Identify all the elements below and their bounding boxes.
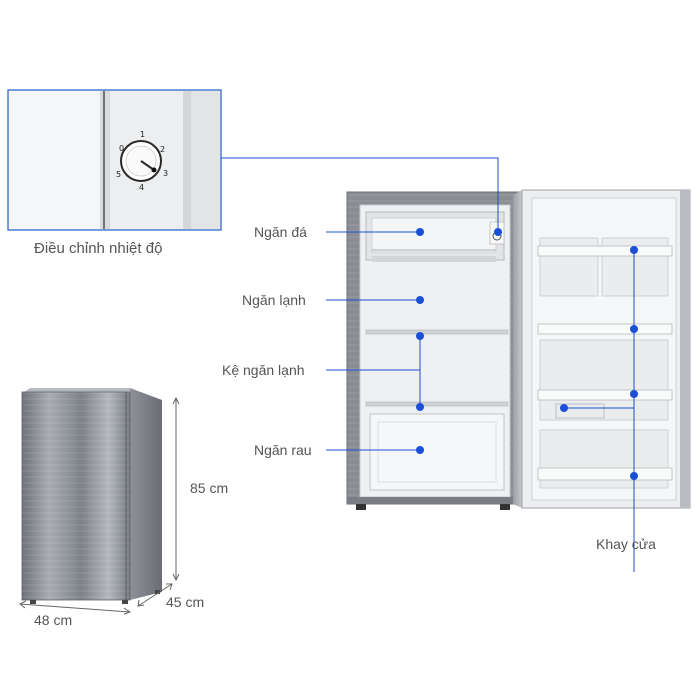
thermostat-inset: 0 1 2 3 4 5 <box>7 89 222 231</box>
callout-lines <box>221 157 635 572</box>
ice-compartment-dot <box>416 228 424 236</box>
callout-dots <box>416 228 638 480</box>
thermostat-dial-icon: 0 1 2 3 4 5 <box>116 130 168 192</box>
dimension-width: 48 cm <box>34 612 73 628</box>
label-ice-compartment: Ngăn đá <box>254 224 307 240</box>
dimension-height: 85 cm <box>190 480 229 496</box>
label-vegetable-drawer: Ngăn rau <box>254 442 312 458</box>
dial-number-5: 5 <box>116 170 121 179</box>
thermostat-dot <box>494 228 502 236</box>
door-tray-dot-2 <box>630 325 638 333</box>
door-tray-dot-rack <box>560 404 568 412</box>
label-door-tray: Khay cửa <box>596 536 656 552</box>
label-cold-shelf: Kệ ngăn lạnh <box>222 362 305 378</box>
door-tray-dot-4 <box>630 472 638 480</box>
door-tray-dot-3 <box>630 390 638 398</box>
closed-fridge <box>21 388 162 604</box>
cold-compartment-dot <box>416 296 424 304</box>
dial-number-3: 3 <box>163 169 168 178</box>
cold-shelf-dot-lower <box>416 403 424 411</box>
inset-caption: Điều chỉnh nhiệt độ <box>34 240 163 257</box>
open-fridge <box>346 189 691 510</box>
dimension-depth: 45 cm <box>166 594 205 610</box>
dial-number-4: 4 <box>139 183 144 192</box>
label-cold-compartment: Ngăn lạnh <box>242 292 306 308</box>
dial-number-1: 1 <box>140 130 145 139</box>
dimension-lines <box>19 396 180 615</box>
cold-shelf-dot-upper <box>416 332 424 340</box>
door-tray-dot-1 <box>630 246 638 254</box>
vegetable-drawer-dot <box>416 446 424 454</box>
dial-number-2: 2 <box>160 145 165 154</box>
dial-number-0: 0 <box>119 144 124 153</box>
